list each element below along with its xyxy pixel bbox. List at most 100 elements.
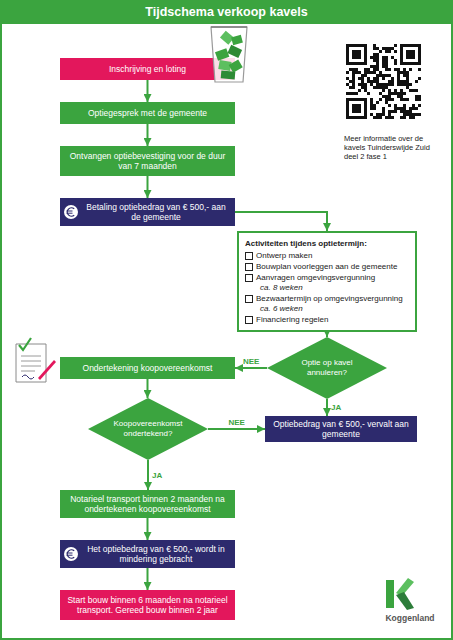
qr-module [358,107,361,110]
qr-module [403,44,406,47]
qr-module [385,98,388,101]
edge-label: NEE [243,357,259,366]
qr-module [346,77,349,80]
qr-module [409,89,412,92]
node-text: Optiebedrag van € 500,- vervalt aan geme… [270,419,412,439]
qr-module [352,92,355,95]
qr-module [379,116,382,119]
qr-module [373,56,376,59]
qr-module [400,47,403,50]
qr-module [415,89,418,92]
qr-module [364,107,367,110]
qr-module [391,110,394,113]
qr-module [391,56,394,59]
qr-module [382,77,385,80]
check-mark [19,338,31,350]
qr-module [373,77,376,80]
qr-module [385,50,388,53]
qr-module [355,53,358,56]
node-text: Ondertekening koopovereenkomst [83,363,213,373]
qr-module [352,77,355,80]
qr-module [355,56,358,59]
qr-module [379,50,382,53]
lot-paper [227,45,242,58]
qr-module [352,107,355,110]
qr-module [409,44,412,47]
qr-module [352,104,355,107]
euro-icon [64,547,78,561]
text-line [21,356,41,357]
qr-module [355,71,358,74]
qr-module [361,83,364,86]
qr-module [418,98,421,101]
qr-module [382,107,385,110]
qr-module [400,92,403,95]
flow-arrow [326,399,328,416]
qr-module [382,65,385,68]
qr-module [397,80,400,83]
qr-module [355,116,358,119]
qr-module [346,44,349,47]
qr-module [388,50,391,53]
qr-module [379,98,382,101]
qr-module [376,62,379,65]
lot-paper [220,31,234,45]
qr-module [373,80,376,83]
qr-module [364,104,367,107]
qr-module [364,68,367,71]
process-box: Ontvangen optiebevestiging voor de duur … [60,146,235,176]
qr-module [418,53,421,56]
euro-icon [64,205,78,219]
qr-module [355,98,358,101]
title: Tijdschema verkoop kavels [0,0,453,24]
qr-module [364,62,367,65]
node-text: Notarieel transport binnen 2 maanden na … [65,494,230,514]
qr-module [370,98,373,101]
qr-module [403,83,406,86]
node-text: Bezwaartermijn op omgevingsvergunning [245,293,409,304]
qr-module [382,95,385,98]
flow-arrow [326,332,328,337]
qr-module [412,53,415,56]
node-text: Bouwplan voorleggen aan de gemeente [245,261,409,272]
qr-module [352,83,355,86]
qr-module [388,98,391,101]
qr-module [403,71,406,74]
qr-module [403,98,406,101]
qr-module [400,59,403,62]
qr-module [394,68,397,71]
qr-module [397,107,400,110]
signature [22,375,34,379]
qr-module [409,83,412,86]
qr-module [400,62,403,65]
qr-module [409,53,412,56]
qr-module [355,44,358,47]
qr-module [364,83,367,86]
qr-module [355,107,358,110]
qr-module [346,50,349,53]
qr-module [352,74,355,77]
qr-module [388,116,391,119]
qr-module [349,62,352,65]
qr-module [346,47,349,50]
node-text: ca. 6 weken [245,304,409,313]
end-box: Start bouw binnen 6 maanden na notarieel… [60,590,235,620]
text-line [21,366,41,367]
qr-module [382,74,385,77]
qr-module [391,116,394,119]
glass [211,27,247,82]
qr-module [403,80,406,83]
logo-stem [386,580,394,608]
qr-module [385,116,388,119]
process-box: Notarieel transport binnen 2 maanden na … [60,490,235,518]
qr-module [367,77,370,80]
qr-module [400,80,403,83]
qr-module [406,56,409,59]
qr-module [355,92,358,95]
qr-module [385,65,388,68]
qr-module [346,113,349,116]
qr-module [412,113,415,116]
qr-module [418,50,421,53]
payment-box: Optiebedrag van € 500,- vervalt aan geme… [265,416,417,442]
euro-bar [67,211,73,212]
